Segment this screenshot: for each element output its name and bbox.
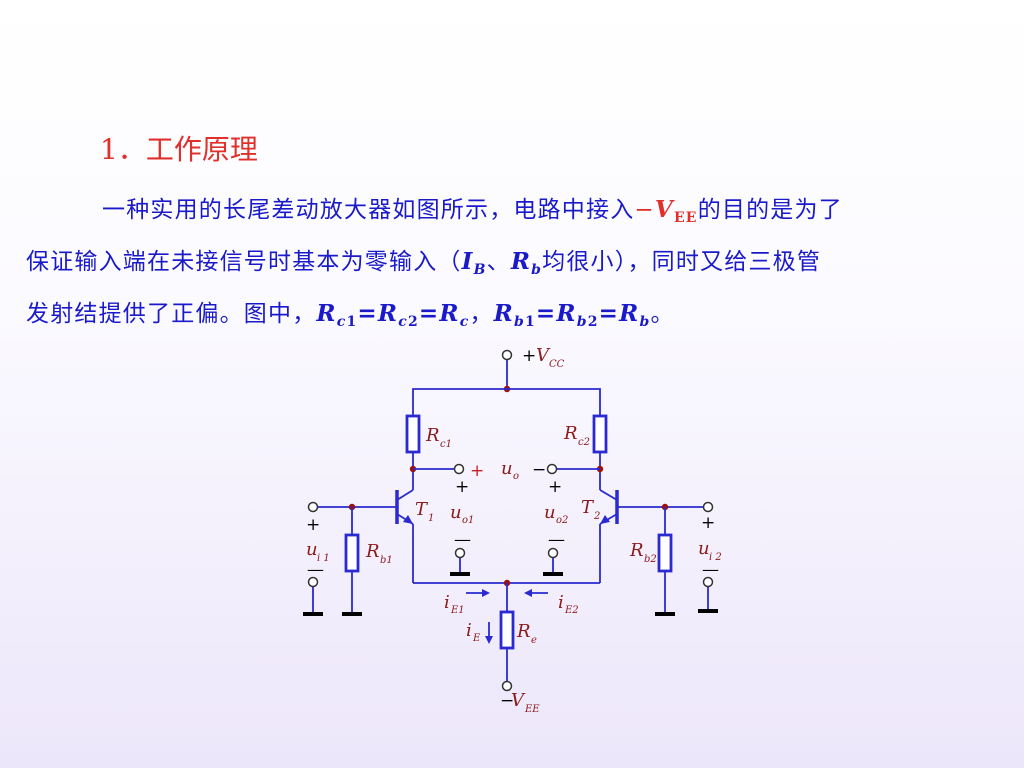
current-ie: i E	[466, 620, 493, 644]
svg-text:T: T	[581, 497, 595, 518]
svg-text:1: 1	[428, 513, 434, 524]
paragraph-line-3: 发射结提供了正偏。图中，Rc1=Rc2=Rc，Rb1=Rb2=Rb。	[26, 300, 675, 330]
svg-text:R: R	[365, 541, 380, 562]
svg-text:+: +	[522, 346, 536, 366]
svg-text:u: u	[306, 539, 318, 560]
svg-text:c2: c2	[578, 437, 590, 448]
svg-text:c1: c1	[440, 439, 452, 450]
output-uo1: + u o1 —	[450, 477, 474, 576]
svg-text:CC: CC	[549, 359, 565, 370]
svg-text:−: −	[500, 691, 514, 711]
svg-text:+: +	[548, 477, 562, 497]
svg-text:u: u	[501, 458, 513, 479]
svg-text:R: R	[629, 540, 644, 561]
svg-text:R: R	[425, 425, 440, 446]
description-paragraph: 一种实用的长尾差动放大器如图所示，电路中接入−VEE的目的是为了 保证输入端在未…	[26, 188, 1006, 344]
output-uo2: + u o2 —	[543, 477, 568, 576]
resistor-rc1: R c1	[405, 414, 452, 490]
svg-text:u: u	[544, 502, 556, 523]
vcc-supply: + V CC	[501, 345, 565, 393]
svg-text:i: i	[466, 620, 472, 641]
svg-text:i 1: i 1	[317, 553, 330, 564]
transistor-t2: T 2	[581, 489, 703, 583]
svg-text:u: u	[698, 538, 710, 559]
input-ui1: + u i 1 —	[303, 501, 330, 616]
vee-supply: − V EE	[500, 680, 540, 715]
svg-text:R: R	[516, 621, 531, 642]
resistor-rb1: R b1	[342, 503, 393, 616]
input-ui2: + u i 2 —	[698, 501, 722, 613]
section-heading: 1．工作原理	[100, 133, 258, 166]
svg-text:E1: E1	[450, 605, 465, 616]
svg-text:+: +	[455, 477, 469, 497]
svg-text:−: −	[532, 460, 546, 480]
svg-text:V: V	[511, 690, 526, 711]
svg-text:V: V	[536, 345, 551, 366]
svg-text:R: R	[563, 423, 578, 444]
svg-text:u: u	[450, 502, 462, 523]
svg-text:EE: EE	[524, 704, 540, 715]
resistor-re: R e	[499, 610, 537, 681]
svg-text:+: +	[306, 515, 320, 535]
svg-text:—: —	[454, 530, 471, 550]
svg-text:T: T	[415, 499, 429, 520]
svg-text:i 2: i 2	[709, 552, 722, 563]
svg-text:+: +	[701, 513, 715, 533]
resistor-rc2: R c2	[563, 414, 608, 490]
svg-text:+: +	[470, 461, 484, 481]
svg-text:b2: b2	[644, 554, 657, 565]
output-uo: + u o −	[409, 458, 604, 482]
current-ie1: i E1	[444, 589, 490, 616]
svg-text:—: —	[548, 530, 565, 550]
svg-text:b1: b1	[380, 555, 393, 566]
svg-text:e: e	[531, 635, 537, 646]
svg-text:2: 2	[593, 511, 600, 522]
current-ie2: i E2	[524, 589, 579, 616]
svg-text:—: —	[307, 560, 324, 580]
transistor-t1: T 1	[318, 489, 434, 583]
svg-text:o1: o1	[462, 515, 474, 526]
paragraph-line-2: 保证输入端在未接信号时基本为零输入（IB、Rb均很小），同时又给三极管	[26, 248, 822, 278]
svg-text:o2: o2	[556, 515, 568, 526]
svg-text:i: i	[444, 592, 450, 613]
svg-text:E: E	[472, 633, 481, 644]
svg-text:i: i	[558, 592, 564, 613]
paragraph-line-1: 一种实用的长尾差动放大器如图所示，电路中接入−VEE的目的是为了	[102, 196, 843, 226]
svg-text:E2: E2	[564, 605, 579, 616]
emitter-tail	[413, 579, 600, 612]
svg-text:—: —	[702, 560, 719, 580]
top-rail-wire	[412, 388, 601, 416]
resistor-rb2: R b2	[629, 503, 675, 616]
svg-text:o: o	[513, 471, 519, 482]
